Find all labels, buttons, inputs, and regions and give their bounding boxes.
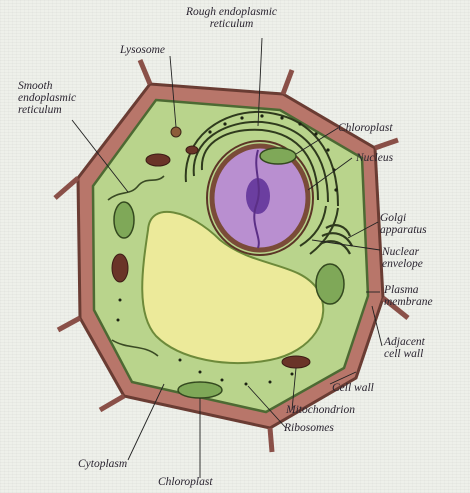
label-smooth-er: Smooth endoplasmic reticulum [18,80,76,116]
label-mitochondrion: Mitochondrion [286,404,355,416]
label-adjacent-cell-wall-line2: cell wall [384,348,425,360]
label-nucleus: Nucleus [356,152,393,164]
label-nuclear-envelope: Nuclear envelope [382,246,423,270]
label-plasma-membrane-line2: membrane [384,296,433,308]
label-nuclear-envelope-line2: envelope [382,258,423,270]
label-golgi-line1: Golgi [380,212,427,224]
label-rough-er: Rough endoplasmic reticulum [186,6,277,30]
label-smooth-er-line2: endoplasmic [18,92,76,104]
lysosome [171,127,181,137]
label-cell-wall: Cell wall [332,382,374,394]
label-golgi-line2: apparatus [380,224,427,236]
label-adjacent-cell-wall: Adjacent cell wall [384,336,425,360]
label-smooth-er-line1: Smooth [18,80,76,92]
label-rough-er-line2: reticulum [186,18,277,30]
label-lysosome: Lysosome [120,44,165,56]
label-cytoplasm: Cytoplasm [78,458,127,470]
label-adjacent-cell-wall-line1: Adjacent [384,336,425,348]
label-ribosomes: Ribosomes [284,422,334,434]
label-plasma-membrane: Plasma membrane [384,284,433,308]
label-chloroplast-top: Chloroplast [338,122,393,134]
label-smooth-er-line3: reticulum [18,104,76,116]
label-chloroplast-bottom: Chloroplast [158,476,213,488]
label-plasma-membrane-line1: Plasma [384,284,433,296]
label-golgi: Golgi apparatus [380,212,427,236]
label-rough-er-line1: Rough endoplasmic [186,6,277,18]
label-nuclear-envelope-line1: Nuclear [382,246,423,258]
